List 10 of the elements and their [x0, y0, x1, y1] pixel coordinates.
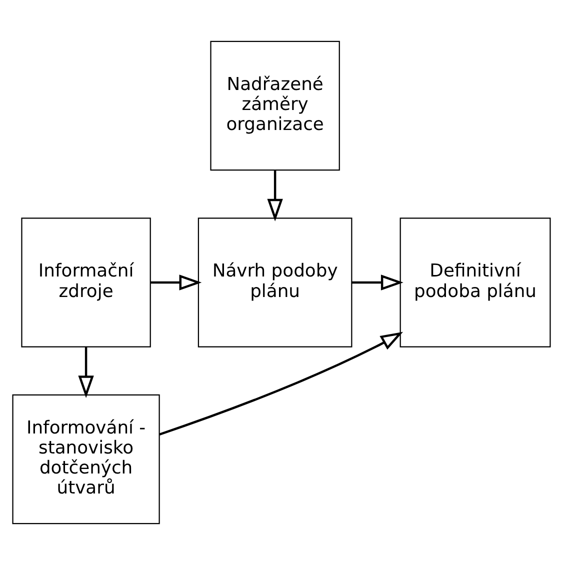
node-box: Návrh podoby plánu [198, 217, 352, 347]
arrow [150, 274, 202, 290]
arrow [159, 331, 404, 435]
node-box: Informování - stanovisko dotčených útvarů [12, 394, 160, 524]
node-box: Informační zdroje [21, 217, 151, 347]
arrow [352, 274, 404, 290]
arrow [78, 346, 94, 398]
node-box: Nadřazené záměry organizace [210, 40, 340, 170]
node-box: Definitivní podoba plánu [400, 217, 551, 347]
arrow [267, 170, 283, 221]
